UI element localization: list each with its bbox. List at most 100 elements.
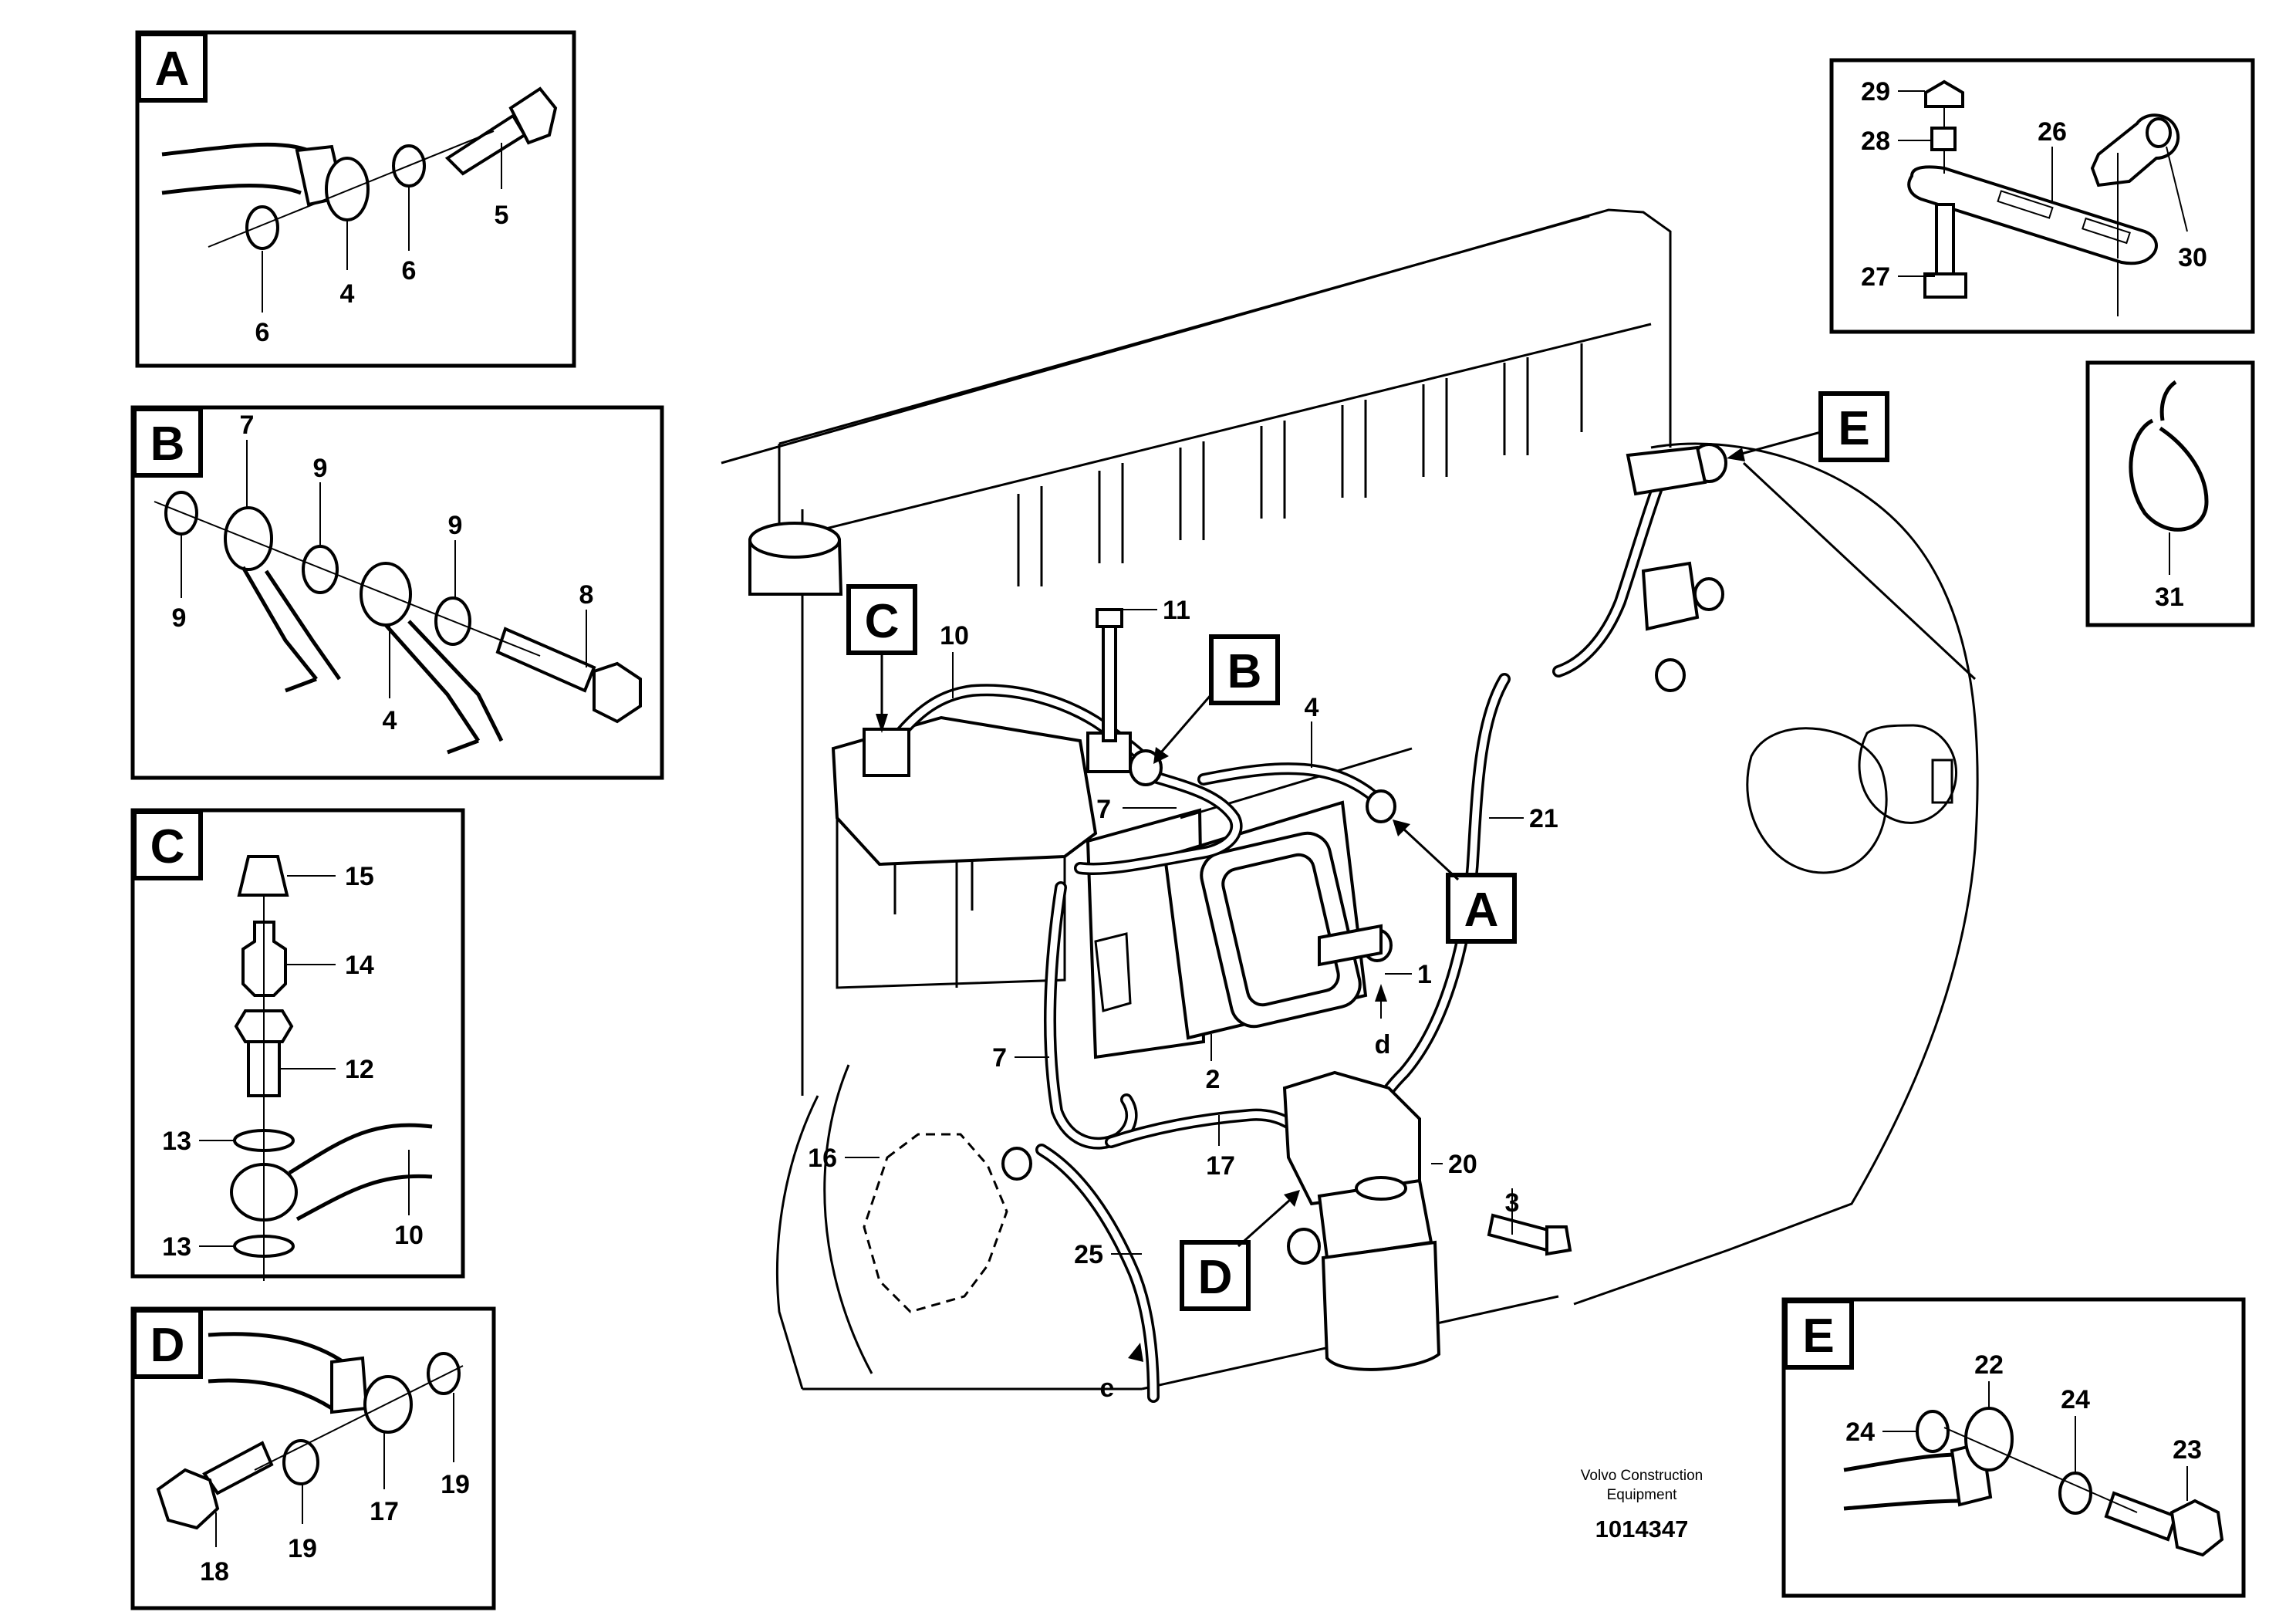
label-1: 1	[1417, 960, 1432, 989]
label-2: 2	[1206, 1065, 1221, 1094]
label-3: 3	[1505, 1188, 1520, 1218]
inset-e-label-23: 23	[2173, 1435, 2202, 1465]
filter-head-port	[1355, 1176, 1407, 1201]
main-tag-a: A	[1464, 884, 1499, 937]
main-tag-e: E	[1838, 402, 1869, 455]
flywheel-housing-edge	[1742, 461, 1977, 681]
inset-strap-frame	[2085, 360, 2255, 627]
inset-e-label-24: 24	[2061, 1385, 2090, 1414]
inset-a-label-6: 6	[255, 318, 270, 347]
inset-strap-loop	[2129, 418, 2209, 532]
inset-b-label-9: 9	[448, 511, 463, 540]
oil-filter-assembly	[1282, 1070, 1441, 1371]
inset-b-pipe-1c	[285, 677, 317, 693]
inset-e-tag-box	[1783, 1299, 1854, 1370]
inset-d-hose-bottom	[208, 1378, 333, 1411]
inset-bracket-label-29: 29	[1861, 77, 1890, 106]
main-tag-c: C	[865, 595, 900, 648]
main-tag-e-box	[1818, 391, 1889, 462]
main-tag-d: D	[1198, 1251, 1233, 1304]
inset-b: B 7 9 9 9 8 4	[130, 405, 664, 780]
inset-e-label-22: 22	[1974, 1350, 2004, 1380]
control-unit-gasket-inner	[1221, 853, 1340, 1007]
main-tag-e-pointer	[1735, 431, 1822, 457]
timing-gear-outline	[863, 1133, 1008, 1313]
inset-bracket-flange-nut	[1924, 79, 1964, 108]
inset-bracket-label-28: 28	[1861, 127, 1890, 156]
inset-e-tag: E	[1802, 1309, 1834, 1363]
inset-bracket-screw-head	[1923, 272, 1967, 299]
main-tag-d-arrow	[1284, 1190, 1300, 1207]
inset-a-label-6: 6	[402, 256, 417, 286]
inset-bracket-label-27: 27	[1861, 262, 1890, 292]
inset-c-label-13: 13	[162, 1232, 191, 1262]
inset-d-banjo-body	[330, 1356, 369, 1414]
inset-e-hose-top	[1843, 1452, 1960, 1472]
control-unit-connector	[1094, 932, 1132, 1012]
inset-d-tag: D	[150, 1319, 185, 1372]
inset-a-tag-box	[137, 32, 208, 103]
flywheel-housing-slot	[1931, 759, 1953, 804]
main-labels: 10 11 4 7 7 21 1 d 2 16 17 20 3 25 e	[808, 596, 1558, 1403]
inset-c-hose-bottom	[295, 1174, 433, 1222]
inset-e-washer-left	[1916, 1410, 1950, 1453]
label-d: d	[1375, 1030, 1391, 1059]
inset-b-label-9: 9	[172, 603, 187, 633]
fitting-1-pipe	[1318, 924, 1383, 967]
filter-head-bracket	[1282, 1070, 1421, 1206]
inset-bracket-slot-2	[2082, 217, 2131, 245]
inset-d-bolt-head	[156, 1468, 220, 1530]
main-tag-b-arrow	[1153, 747, 1169, 764]
fitting-c	[863, 728, 910, 777]
bolt-3-head	[1545, 1225, 1572, 1256]
inset-bracket-plate	[1907, 165, 2158, 265]
label-21: 21	[1529, 804, 1558, 833]
label-e: e	[1100, 1374, 1115, 1403]
inset-b-tag: B	[150, 417, 185, 471]
inset-bracket-label-30: 30	[2178, 243, 2207, 272]
inset-b-label-8: 8	[579, 580, 594, 610]
inset-b-label-9: 9	[313, 454, 328, 483]
inset-d: D 18 19 17 19	[130, 1306, 496, 1610]
main-tag-b-box	[1209, 634, 1280, 705]
flywheel-housing-boss	[1746, 727, 1888, 874]
main-tag-a-arrow	[1393, 819, 1410, 836]
inset-b-label-7: 7	[240, 411, 255, 440]
engine-side-cover	[836, 779, 1066, 989]
inset-b-pipe-1a	[241, 566, 318, 681]
hose-7-lower-inner	[1046, 884, 1136, 1147]
inset-b-washer-2	[302, 545, 339, 594]
arrow-e	[1128, 1343, 1143, 1362]
inset-e-axis	[1943, 1427, 2138, 1513]
inset-d-label-18: 18	[200, 1557, 229, 1587]
label-20: 20	[1448, 1150, 1477, 1179]
label-11: 11	[1163, 596, 1190, 625]
label-17: 17	[1206, 1151, 1235, 1181]
inset-b-pipe-2a	[384, 623, 481, 742]
engine-cover-lower-edge	[778, 323, 1652, 542]
inset-c-tag-box	[132, 809, 203, 880]
inset-e-bolt-head	[2169, 1499, 2224, 1557]
arrow-d	[1375, 984, 1387, 1002]
hose-e-upper-inner	[1555, 459, 1670, 675]
bolt-3	[1487, 1213, 1553, 1252]
inset-c-hose-top	[288, 1123, 433, 1175]
inset-e-banjo-eye	[1964, 1407, 2014, 1472]
inset-c-label-13: 13	[162, 1127, 191, 1156]
main-tag-a-pointer	[1403, 828, 1460, 881]
engine-header-tank-ribs	[893, 860, 974, 914]
inset-e-frame	[1781, 1297, 2246, 1598]
inset-a-label-5: 5	[495, 201, 509, 230]
inset-e-hose-bottom	[1843, 1499, 1968, 1511]
label-7: 7	[992, 1043, 1007, 1073]
fitting-e-lower	[1693, 577, 1724, 611]
inset-strap-label-31: 31	[2155, 583, 2184, 612]
inset-c: C 15 14 12 13 10 13	[130, 808, 465, 1281]
inset-b-label-4: 4	[383, 706, 397, 735]
credit-line-1: Volvo Construction	[1581, 1468, 1703, 1484]
inset-a-banjo-eye	[325, 157, 370, 221]
inset-bracket-slot-1	[1997, 190, 2054, 219]
fitting-a-upper	[1366, 789, 1396, 823]
inset-a-bolt-head	[508, 86, 558, 145]
